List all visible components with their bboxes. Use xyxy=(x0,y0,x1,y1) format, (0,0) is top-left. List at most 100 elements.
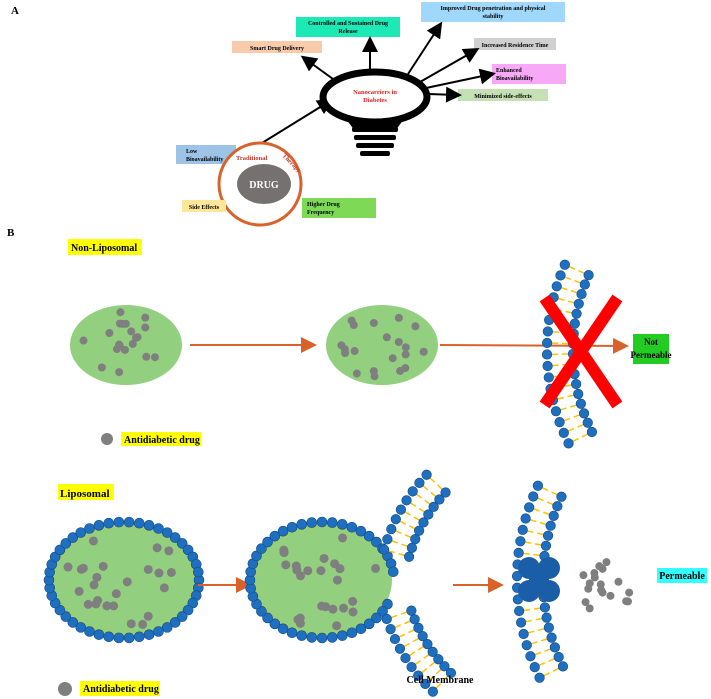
drug-dot xyxy=(296,571,306,581)
lipid-head xyxy=(556,491,567,502)
lipid-head xyxy=(84,523,95,534)
lipid-head xyxy=(346,627,358,639)
drug-dot xyxy=(143,611,153,621)
penetration-label-2: stability xyxy=(483,14,504,20)
lipid-head xyxy=(548,510,559,521)
drug-frequency-label-1: Higher Drug xyxy=(307,202,340,208)
lipid-head xyxy=(407,486,418,497)
lipid-head xyxy=(169,532,181,543)
lipid-head xyxy=(84,626,95,637)
drug-dot xyxy=(597,586,606,595)
drug-dot xyxy=(115,368,124,377)
drug-dot xyxy=(295,618,305,628)
lipid-head xyxy=(336,630,348,641)
lipid-head xyxy=(386,523,397,535)
low-bioavailability-label-1: Low xyxy=(186,149,198,155)
drug-dot xyxy=(337,341,346,350)
drug-dot xyxy=(74,586,84,596)
drug-dot xyxy=(339,603,349,613)
lipid-head xyxy=(513,547,524,558)
smart-delivery-label: Smart Drug Delivery xyxy=(250,46,304,52)
legend-drug-dot-bottom xyxy=(58,682,72,696)
drug-dot xyxy=(330,559,340,569)
controlled-release-label-2: Release xyxy=(338,29,358,35)
lipid-head xyxy=(286,521,298,533)
lipid-head xyxy=(378,544,390,555)
drug-dot xyxy=(401,343,410,352)
liposome-2-drug-dots xyxy=(279,533,381,631)
side-effects-min-box xyxy=(458,89,548,101)
drug-dot xyxy=(143,564,153,574)
drug-dot xyxy=(115,340,124,349)
drug-dot xyxy=(150,353,159,362)
lipid-head xyxy=(433,654,444,665)
center-label-1: Nanocarriers in xyxy=(353,89,397,96)
lipid-head xyxy=(539,602,551,613)
panel-a-label: A xyxy=(11,5,19,17)
released-drug-dots xyxy=(579,558,634,613)
drug-dot xyxy=(348,596,358,606)
lipid-head xyxy=(525,651,536,662)
drug-dot xyxy=(166,567,176,577)
lipid-head xyxy=(554,417,565,428)
lipid-head xyxy=(133,517,145,529)
drug-dot xyxy=(338,533,348,543)
lipid-head xyxy=(540,540,552,551)
lipid-head xyxy=(251,550,262,562)
lipid-head xyxy=(576,288,587,300)
lipid-head xyxy=(558,427,569,438)
low-bioavailability-box xyxy=(176,145,236,164)
drug-dot xyxy=(606,591,615,600)
bioavailability-label-2: Bioavailability xyxy=(496,76,533,82)
drug-dot xyxy=(369,318,378,327)
center-label-2: Diabetes xyxy=(363,97,387,104)
lipid-head xyxy=(103,631,115,643)
lipid-head xyxy=(571,308,582,319)
drug-dot xyxy=(138,619,148,629)
permeable-box xyxy=(657,568,707,583)
lipid-head xyxy=(532,480,543,491)
drug-dot xyxy=(388,354,397,363)
drug-frequency-label-2: Frequency xyxy=(307,210,334,216)
cell-membrane-label: Cell Membrane xyxy=(407,675,474,686)
lipid-head xyxy=(550,406,562,417)
drug-dot xyxy=(89,580,99,590)
non-liposomal-label: Non-Liposomal xyxy=(71,243,137,254)
liposomal-highlight xyxy=(58,484,114,500)
cell-membrane-permeable xyxy=(511,480,569,683)
drug-dot xyxy=(141,313,150,322)
lipid-head xyxy=(316,632,328,644)
lipid-head xyxy=(406,542,418,553)
legend-bottom-highlight xyxy=(80,681,160,696)
lipid-head xyxy=(296,519,308,530)
drug-dot xyxy=(352,369,361,378)
drug-dot xyxy=(584,584,593,593)
drug-dot xyxy=(291,561,301,571)
lipid-head xyxy=(518,628,529,640)
drug-dot xyxy=(120,345,129,354)
drug-dot xyxy=(303,566,313,576)
lipid-head xyxy=(528,491,539,502)
lipid-head xyxy=(529,662,540,673)
lipid-head xyxy=(421,469,432,480)
permeable-label-neg: Permeable xyxy=(631,350,672,360)
legend-top-highlight xyxy=(121,432,201,446)
lipid-head xyxy=(579,279,590,290)
drug-dot xyxy=(164,546,174,556)
drug-dot xyxy=(118,319,127,328)
drug-dot xyxy=(92,572,102,582)
lipid-head xyxy=(445,667,457,679)
lipid-head xyxy=(176,611,188,622)
lipid-head xyxy=(414,477,425,488)
lipid-head xyxy=(123,632,135,644)
lipid-head xyxy=(381,613,392,625)
lipid-head xyxy=(382,534,393,545)
legend-drug-dot-top xyxy=(101,433,113,445)
lipid-head xyxy=(420,678,431,689)
lipid-head xyxy=(286,627,298,639)
lipid-head xyxy=(569,318,580,329)
drug-circle xyxy=(237,164,291,204)
drug-dot xyxy=(341,348,350,357)
lipid-head xyxy=(563,438,574,449)
lipid-head xyxy=(417,631,428,642)
